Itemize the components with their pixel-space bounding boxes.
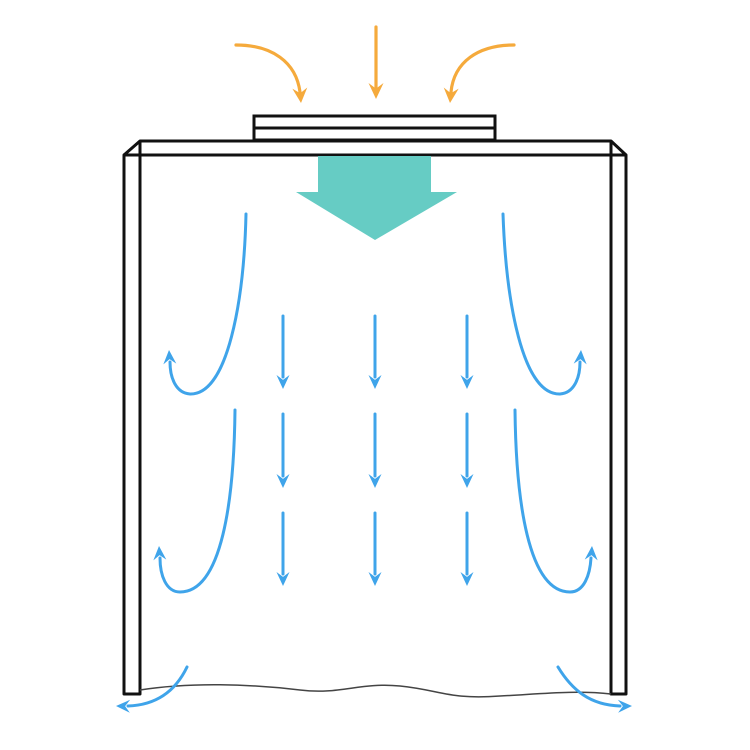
airflow-arrow-icon bbox=[276, 511, 290, 586]
airflow-arrow-icon bbox=[153, 408, 237, 594]
left-post bbox=[122, 153, 142, 696]
exhaust-arrow-icon bbox=[116, 665, 189, 713]
air-intake-arrow-icon bbox=[368, 25, 384, 99]
straight-downflow-arrows bbox=[276, 314, 474, 586]
bottom-exhaust-arrows bbox=[116, 665, 632, 713]
airflow-arrow-icon bbox=[163, 212, 248, 396]
airflow-arrow-icon bbox=[460, 511, 474, 586]
airflow-arrow-icon bbox=[276, 412, 290, 488]
exhaust-arrow-icon bbox=[556, 665, 632, 713]
airflow-arrow-icon bbox=[501, 212, 587, 396]
airflow-arrow-icon bbox=[460, 412, 474, 488]
air-intake-arrows bbox=[234, 25, 516, 103]
airflow-arrow-icon bbox=[513, 408, 598, 594]
booth-roof-top-edge bbox=[123, 139, 628, 157]
curtain-bottom-edge bbox=[139, 683, 612, 698]
airflow-arrow-icon bbox=[460, 314, 474, 389]
air-intake-arrow-icon bbox=[443, 43, 516, 103]
fan-filter-unit bbox=[252, 114, 497, 142]
side-curl-arrows bbox=[153, 212, 598, 594]
airflow-arrow-icon bbox=[276, 314, 290, 389]
airflow-arrow-icon bbox=[368, 511, 382, 586]
airflow-arrow-icon bbox=[368, 314, 382, 389]
right-post bbox=[609, 153, 628, 696]
airflow-arrow-icon bbox=[368, 412, 382, 488]
main-downflow-arrow-icon bbox=[296, 156, 457, 240]
air-intake-arrow-icon bbox=[234, 43, 308, 103]
booth-frame bbox=[122, 139, 628, 696]
